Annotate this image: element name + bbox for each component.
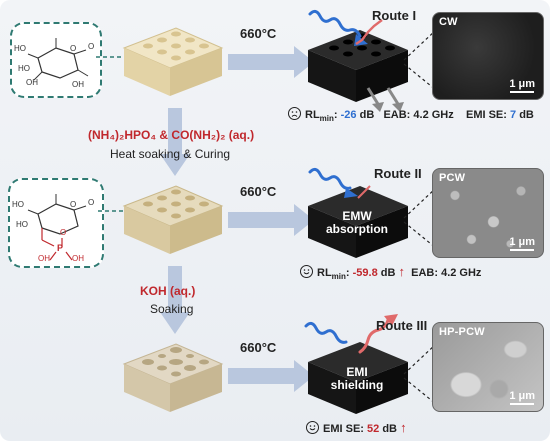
atom-oh-1: OH [26,78,38,87]
reagent-action-2: Soaking [150,302,194,316]
rl-unit-2: dB [380,267,396,279]
atom-o-4: O [88,198,95,207]
atom-oh-3: OH [38,254,50,263]
wood-block-cw [122,27,224,96]
sem-label-cw: CW [439,16,458,28]
sad-face-icon [288,107,301,120]
incoming-wave-icon-3 [304,321,348,344]
metrics-route-1: RLmin: -26 dB EAB: 4.2 GHz EMI SE: 7 dB [288,107,534,123]
block-label-emw-line1: EMW [342,209,372,223]
sem-connector-2 [403,187,437,249]
reagent-action-1: Heat soaking & Curing [110,147,231,161]
transmitted-arrows-icon-1 [366,87,404,112]
up-arrow-icon-2: ↑ [400,420,407,435]
atom-o-3: O [70,200,77,209]
eab-1: EAB: 4.2 GHz [383,109,454,121]
temperature-label-2: 660°C [240,184,277,199]
carbon-block-pcw [308,186,408,258]
scale-bar-1: 1 μm [509,78,535,93]
wood-block-hp-pcw [122,343,224,412]
reagent-formula-2: KOH (aq.) [140,284,196,298]
eab-2: EAB: 4.2 GHz [411,267,482,279]
sem-label-hp-pcw: HP-PCW [439,326,485,338]
sem-label-pcw: PCW [439,172,466,184]
emi-value-3: 52 [367,423,380,435]
reflected-wave-icon-1 [355,19,383,45]
atom-ho-3: HO [12,200,24,209]
sem-image-hp-pcw: HP-PCW 1 μm [432,322,544,412]
route-label-3: Route III [376,318,428,333]
temperature-label-3: 660°C [240,340,277,355]
arrow-process-1 [228,46,314,78]
emi-label-3: EMI SE: [323,423,364,435]
block-label-emi: EMI shielding [322,366,392,392]
reagent-formula-1: (NH₄)₂HPO₄ & CO(NH₂)₂ (aq.) [88,128,255,142]
sem-connector-1 [403,29,437,91]
scale-bar-2: 1 μm [509,236,535,251]
cellulose-ring-icon [27,38,89,81]
scale-text-2: 1 μm [509,236,535,248]
atom-ho-4: HO [16,220,28,229]
route-label-1: Route I [372,8,417,23]
arrow-down-2 [160,266,190,334]
molecule-box-cellulose: HO HO OH O O OH [10,22,102,98]
atom-ho-2: HO [18,64,30,73]
rl-sub-1: min [319,114,334,124]
emi-unit-3: dB [382,423,397,435]
arrow-process-2 [228,204,314,236]
block-label-emi-line1: EMI [346,365,368,379]
atom-oh-2: OH [72,80,84,89]
incoming-wave-icon-2 [308,167,358,198]
rl-value-2: -59.8 [352,267,378,279]
scale-text-3: 1 μm [509,390,535,402]
route-label-2: Route II [374,166,422,181]
molecule-box-phosphorylated: HO HO O O O P OH OH [8,178,104,268]
arrow-process-3 [228,360,314,392]
reflected-wave-icon-2 [357,185,371,199]
rl-unit-1: dB [359,109,375,121]
reflected-wave-icon-3 [358,314,398,354]
scale-text-1: 1 μm [509,78,535,90]
temperature-label-1: 660°C [240,26,277,41]
scale-bar-3: 1 μm [509,390,535,405]
rl-value-1: -26 [340,109,357,121]
block-label-emw-line2: absorption [326,222,388,236]
happy-face-icon-1 [300,265,313,278]
atom-oh-4: OH [72,254,84,263]
rl-label-1: RL [305,109,320,121]
metrics-route-3: EMI SE: 52 dB ↑ [306,420,407,435]
atom-ho-1: HO [14,44,26,53]
carbon-block-hp-pcw [308,342,408,414]
atom-o-5: O [60,228,67,237]
sem-connector-3 [403,343,437,405]
metrics-route-2: RLmin: -59.8 dB ↑ EAB: 4.2 GHz [300,264,481,281]
emi-unit-1: dB [519,109,534,121]
phosphorylated-ring-icon [27,194,87,261]
block-label-emi-line2: shielding [330,378,384,392]
sem-image-pcw: PCW 1 μm [432,168,544,258]
happy-face-icon-2 [306,421,319,434]
rl-label-2: RL [317,267,332,279]
sem-image-cw: CW 1 μm [432,12,544,100]
atom-o-2: O [88,42,95,51]
emi-value-1: 7 [510,109,517,121]
up-arrow-icon-1: ↑ [398,264,406,279]
rl-sub-2: min [331,272,346,282]
emi-label-1: EMI SE: [465,109,507,121]
block-label-emw: EMW absorption [322,210,392,236]
atom-p: P [57,243,64,253]
atom-o-1: O [70,44,77,53]
wood-block-pcw [122,185,224,254]
arrow-down-1 [160,108,190,176]
